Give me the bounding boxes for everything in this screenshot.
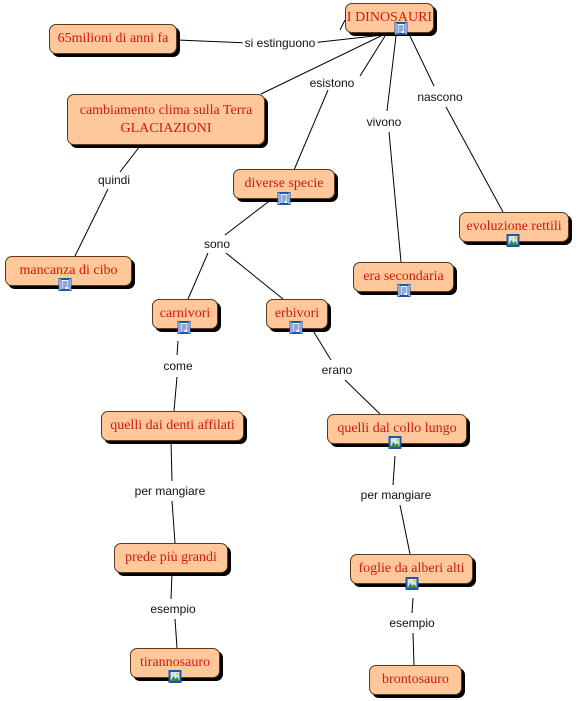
node-label: era secondaria [363, 269, 444, 284]
link-label-esistono: esistono [307, 76, 357, 90]
link-label-vivono: vivono [364, 115, 404, 129]
connector-line [176, 340, 179, 356]
image-icon[interactable] [168, 670, 182, 683]
link-label-quindi: quindi [95, 173, 133, 187]
document-icon[interactable] [289, 321, 303, 334]
connector-line [171, 500, 176, 544]
image-icon[interactable] [506, 234, 520, 247]
link-label-esempio-1: esempio [148, 602, 198, 616]
image-icon[interactable] [388, 436, 402, 449]
connector-line [173, 376, 178, 412]
connector-line [224, 198, 273, 236]
connector-line [344, 379, 381, 415]
node-label: brontosauro [382, 672, 449, 687]
connector-line [409, 35, 435, 87]
node-label: quelli dai denti affilati [110, 418, 235, 433]
node-brontosauro[interactable]: brontosauro [369, 665, 462, 695]
node-label: erbivori [274, 306, 320, 321]
connector-line [176, 39, 250, 44]
connector-line [411, 597, 414, 614]
node-diverse[interactable]: diverse specie [233, 169, 335, 199]
node-label: GLACIAZIONI [120, 120, 212, 136]
connector-line [392, 455, 396, 486]
node-label: quelli dal collo lungo [337, 421, 457, 436]
node-label: 65milioni di anni fa [57, 31, 169, 46]
link-label-erano: erano [319, 363, 355, 377]
link-label-sono: sono [201, 237, 233, 251]
connector-line [359, 35, 386, 77]
link-label-per-mangiare-1: per mangiare [132, 484, 208, 498]
node-label: foglie da alberi alti [358, 561, 465, 576]
node-label: cambiamento clima sulla Terra [79, 102, 253, 118]
node-label: tirannosauro [140, 655, 210, 670]
node-denti[interactable]: quelli dai denti affilati [101, 411, 244, 441]
link-label-come: come [161, 359, 195, 373]
node-label: evoluzione rettili [466, 219, 562, 234]
node-evoluzione[interactable]: evoluzione rettili [459, 212, 569, 242]
node-dinosauri[interactable]: I DINOSAURI [345, 3, 434, 33]
document-icon[interactable] [177, 321, 191, 334]
connector-line [386, 35, 397, 112]
link-label-per-mangiare-2: per mangiare [358, 488, 434, 502]
node-carnivori[interactable]: carnivori [152, 299, 218, 329]
connector-line [260, 34, 384, 95]
connector-line [399, 504, 411, 555]
node-label: mancanza di cibo [19, 263, 118, 278]
document-icon[interactable] [277, 192, 291, 205]
connector-line [187, 252, 209, 300]
link-label-nascono: nascono [415, 90, 465, 104]
connector-line [388, 131, 402, 263]
node-era[interactable]: era secondaria [353, 262, 454, 292]
connector-line [310, 34, 384, 44]
connector-line [170, 440, 173, 482]
document-icon[interactable] [58, 278, 72, 291]
connector-line [412, 632, 415, 666]
connector-line [170, 572, 173, 600]
node-tirannosauro[interactable]: tirannosauro [130, 648, 220, 678]
document-icon[interactable] [397, 284, 411, 297]
node-prede[interactable]: prede più grandi [114, 543, 228, 573]
node-label: prede più grandi [125, 550, 217, 565]
node-label: diverse specie [244, 176, 324, 191]
connector-line [119, 145, 141, 173]
image-icon[interactable] [405, 577, 419, 590]
link-label-si-estinguono: si estinguono [242, 36, 318, 50]
connector-line [293, 89, 329, 171]
connector-line [174, 618, 178, 649]
node-milioni[interactable]: 65milioni di anni fa [49, 24, 177, 54]
connector-line [339, 19, 346, 31]
connector-line [311, 328, 332, 361]
link-label-esempio-2: esempio [387, 616, 437, 630]
connector-line [74, 188, 109, 257]
document-icon[interactable] [394, 22, 408, 35]
node-label: carnivori [159, 306, 211, 321]
connector-line [445, 106, 504, 213]
node-label: I DINOSAURI [346, 10, 433, 25]
connector-line [225, 252, 284, 300]
